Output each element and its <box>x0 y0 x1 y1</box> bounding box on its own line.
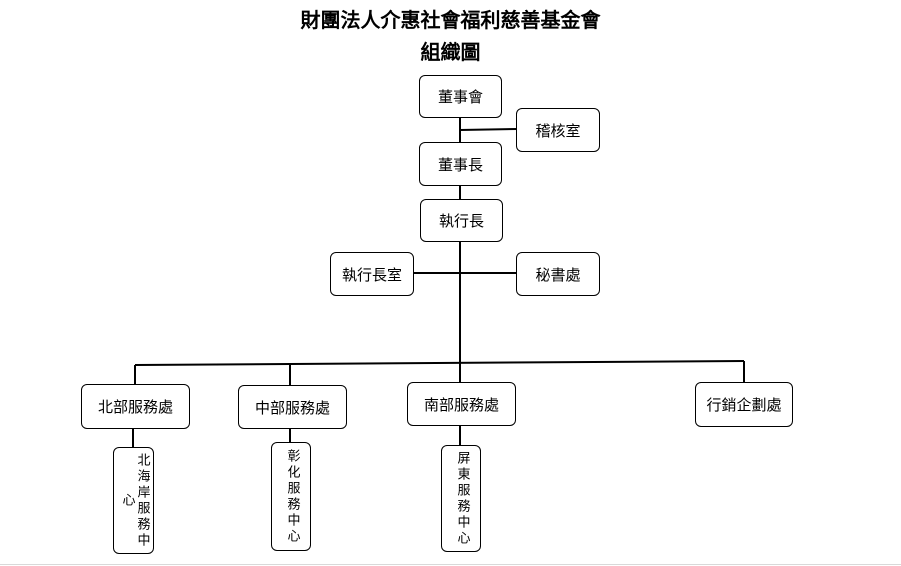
node-north-office: 北部服務處 <box>81 384 190 429</box>
node-marketing-office: 行銷企劃處 <box>695 382 793 427</box>
connector-audit <box>459 128 518 131</box>
node-central-office: 中部服務處 <box>238 385 347 429</box>
node-pingtung-center: 屏東服務中心 <box>441 445 481 552</box>
node-south-office: 南部服務處 <box>407 382 516 426</box>
node-chairman: 董事長 <box>419 142 502 186</box>
node-board: 董事會 <box>419 75 502 118</box>
node-ceo-office: 執行長室 <box>330 252 414 296</box>
chart-subtitle: 組織圖 <box>420 40 481 64</box>
node-changhua-center: 彰化服務中心 <box>271 442 311 551</box>
bottom-divider <box>0 564 901 565</box>
node-north-coast-center: 北海岸服務中心 <box>113 447 154 554</box>
chart-title: 財團法人介惠社會福利慈善基金會 <box>300 8 601 32</box>
node-ceo: 執行長 <box>420 199 503 242</box>
node-audit-office: 稽核室 <box>516 108 600 152</box>
node-secretariat: 秘書處 <box>516 252 600 296</box>
connector-branch-bus <box>134 360 745 366</box>
